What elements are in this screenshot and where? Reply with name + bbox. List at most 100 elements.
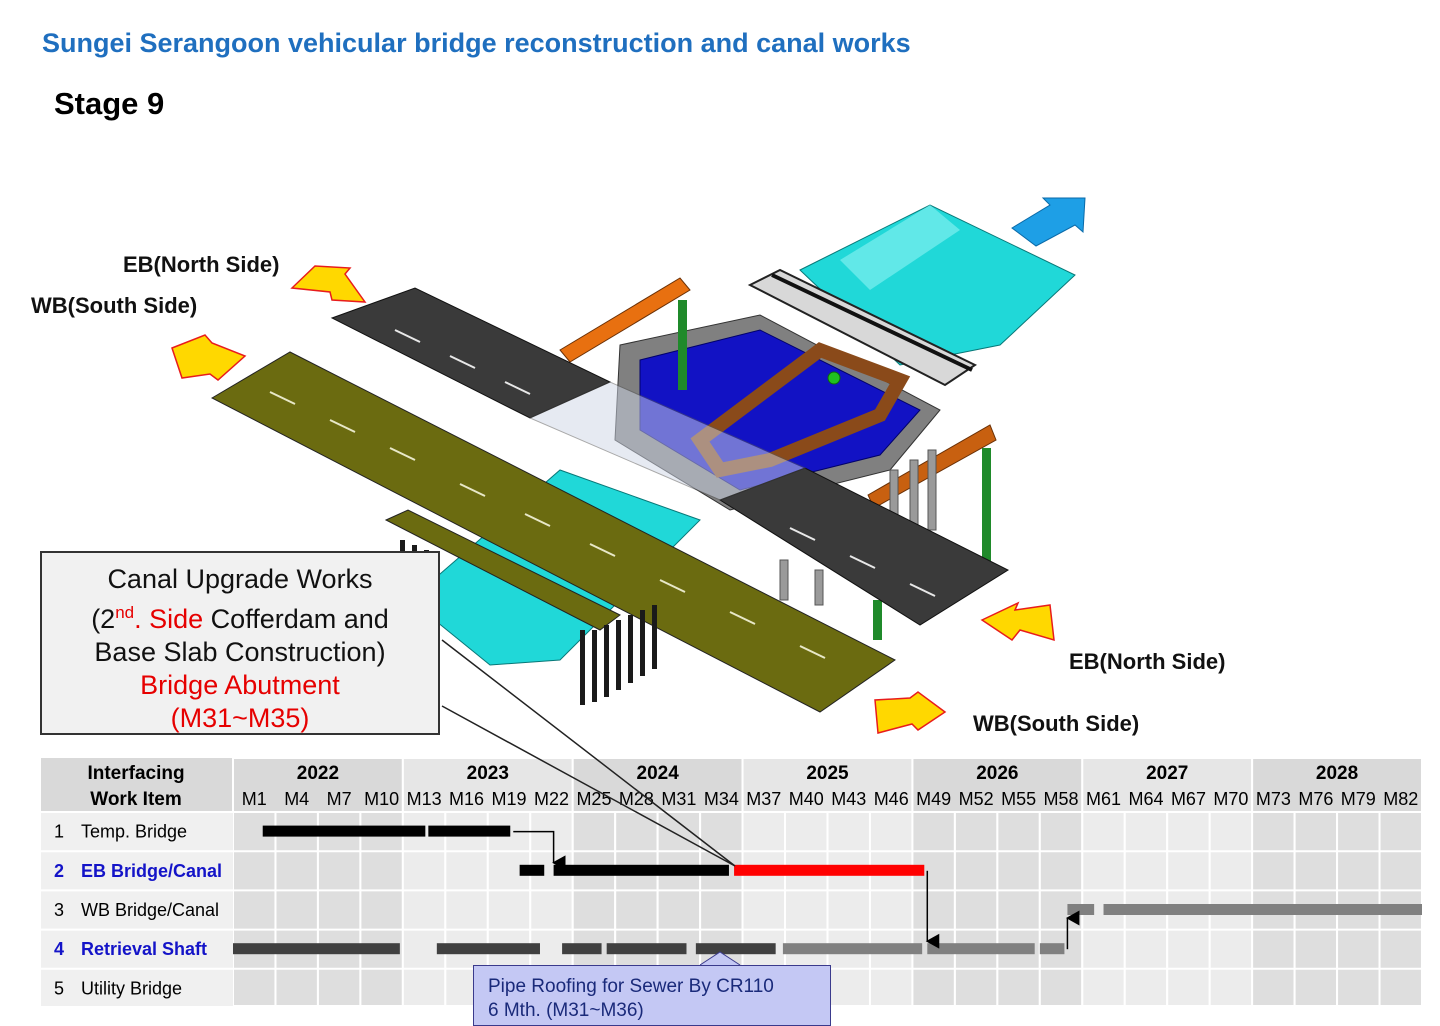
month-tick-label: M22 bbox=[534, 789, 569, 809]
flow-direction-arrow-icon bbox=[1011, 197, 1086, 247]
month-tick-label: M4 bbox=[284, 789, 309, 809]
row-number: 2 bbox=[54, 861, 64, 881]
pipe-roofing-callout: Pipe Roofing for Sewer By CR110 6 Mth. (… bbox=[473, 965, 831, 1026]
gantt-bar bbox=[233, 943, 400, 955]
month-tick-label: M16 bbox=[449, 789, 484, 809]
gantt-bar bbox=[436, 943, 540, 955]
grid-cell-column bbox=[316, 811, 362, 1006]
grid-cell-column bbox=[953, 811, 999, 1006]
gantt-bar bbox=[262, 825, 426, 837]
header-item-line2: Work Item bbox=[90, 789, 182, 810]
callout-line-2: (2nd. Side Cofferdam and bbox=[91, 603, 389, 634]
gantt-bar bbox=[519, 864, 545, 876]
month-tick-label: M55 bbox=[1001, 789, 1036, 809]
callout-line-4: Bridge Abutment bbox=[140, 670, 340, 700]
year-label: 2027 bbox=[1146, 763, 1188, 784]
gantt-bar bbox=[553, 864, 729, 876]
row-number: 5 bbox=[54, 978, 64, 998]
temp-bridge-abutment bbox=[384, 509, 621, 631]
month-tick-label: M58 bbox=[1044, 789, 1079, 809]
year-label: 2025 bbox=[806, 763, 849, 784]
month-tick-label: M73 bbox=[1256, 789, 1291, 809]
wb-direction-arrow-left-icon bbox=[171, 334, 247, 381]
wb-direction-arrow-right-icon bbox=[874, 691, 947, 734]
row-label: Utility Bridge bbox=[81, 978, 182, 998]
row-label: EB Bridge/Canal bbox=[81, 861, 222, 881]
year-label: 2022 bbox=[297, 763, 339, 784]
bridge-illustration bbox=[171, 197, 1086, 734]
month-tick-label: M28 bbox=[619, 789, 654, 809]
gantt-bar bbox=[562, 943, 602, 955]
year-block bbox=[232, 758, 404, 813]
grid-cell-column bbox=[911, 811, 956, 1006]
month-tick-label: M7 bbox=[327, 789, 352, 809]
wb-south-label-right: WB(South Side) bbox=[973, 711, 1140, 736]
wb-south-label-left: WB(South Side) bbox=[31, 293, 198, 318]
grid-cell-column bbox=[401, 811, 447, 1006]
month-tick-label: M40 bbox=[789, 789, 824, 809]
header-item-line1: Interfacing bbox=[87, 763, 184, 784]
callout-line-5: (M31~M35) bbox=[170, 703, 310, 733]
label-column bbox=[41, 812, 233, 1006]
row-label: Temp. Bridge bbox=[81, 822, 187, 842]
eb-direction-arrow-left-icon bbox=[290, 265, 367, 303]
month-tick-label: M10 bbox=[364, 789, 399, 809]
grid-cell-column bbox=[868, 811, 914, 1006]
eb-north-label-right: EB(North Side) bbox=[1069, 649, 1226, 674]
month-tick-label: M52 bbox=[959, 789, 994, 809]
gantt-rows: 1 Temp. Bridge 2 EB Bridge/Canal 3 WB Bridge/… bbox=[54, 822, 222, 999]
month-tick-label: M64 bbox=[1128, 789, 1163, 809]
gantt-bar bbox=[695, 943, 776, 955]
gantt-bar bbox=[782, 943, 923, 955]
wb-deck bbox=[210, 351, 896, 713]
pipe-callout-line-1: Pipe Roofing for Sewer By CR110 bbox=[488, 976, 774, 997]
month-tick-label: M70 bbox=[1213, 789, 1248, 809]
month-tick-label: M31 bbox=[661, 789, 696, 809]
month-tick-label: M79 bbox=[1341, 789, 1376, 809]
callout-line-3: Base Slab Construction) bbox=[94, 637, 386, 667]
grid-cell-column bbox=[359, 811, 404, 1006]
month-tick-label: M37 bbox=[746, 789, 781, 809]
row-label: Retrieval Shaft bbox=[81, 939, 207, 959]
month-tick-label: M1 bbox=[242, 789, 267, 809]
gantt-bar bbox=[927, 943, 1035, 955]
row-label: WB Bridge/Canal bbox=[81, 900, 219, 920]
pipe-callout-line-2: 6 Mth. (M31~M36) bbox=[488, 1000, 644, 1021]
grid-cell-column bbox=[996, 811, 1041, 1006]
gantt-bar bbox=[606, 943, 687, 955]
page-title: Sungei Serangoon vehicular bridge recons… bbox=[42, 28, 911, 58]
abutment-beam-upper bbox=[559, 277, 691, 363]
gantt-bar bbox=[1039, 943, 1065, 955]
gantt-bar bbox=[734, 864, 925, 876]
canal-upgrade-callout: Canal Upgrade Works (2nd. Side Cofferdam… bbox=[40, 551, 440, 735]
month-tick-label: M19 bbox=[492, 789, 527, 809]
month-tick-label: M34 bbox=[704, 789, 739, 809]
year-label: 2026 bbox=[976, 763, 1018, 784]
month-tick-label: M76 bbox=[1298, 789, 1333, 809]
year-label: 2028 bbox=[1316, 763, 1358, 784]
year-block bbox=[911, 758, 1084, 813]
year-label: 2024 bbox=[637, 763, 680, 784]
gantt-bar bbox=[1067, 904, 1095, 915]
row-number: 3 bbox=[54, 900, 64, 920]
year-label: 2023 bbox=[467, 763, 509, 784]
pipe-roofing-frame bbox=[747, 268, 978, 387]
month-tick-label: M43 bbox=[831, 789, 866, 809]
callout-line-1: Canal Upgrade Works bbox=[107, 564, 373, 594]
month-tick-label: M61 bbox=[1086, 789, 1121, 809]
month-tick-label: M82 bbox=[1383, 789, 1418, 809]
gantt-bar bbox=[428, 825, 511, 837]
grid-cell-column bbox=[232, 811, 277, 1006]
month-tick-label: M49 bbox=[916, 789, 951, 809]
row-number: 1 bbox=[54, 822, 64, 842]
grid-cell-column bbox=[826, 811, 871, 1006]
grid-cell-column bbox=[274, 811, 319, 1006]
month-tick-label: M13 bbox=[407, 789, 442, 809]
stage-label: Stage 9 bbox=[54, 86, 165, 121]
month-tick-label: M46 bbox=[874, 789, 909, 809]
row-number: 4 bbox=[54, 939, 64, 959]
gantt-bar bbox=[1103, 904, 1422, 915]
month-tick-label: M67 bbox=[1171, 789, 1206, 809]
eb-north-label-left: EB(North Side) bbox=[123, 252, 280, 277]
